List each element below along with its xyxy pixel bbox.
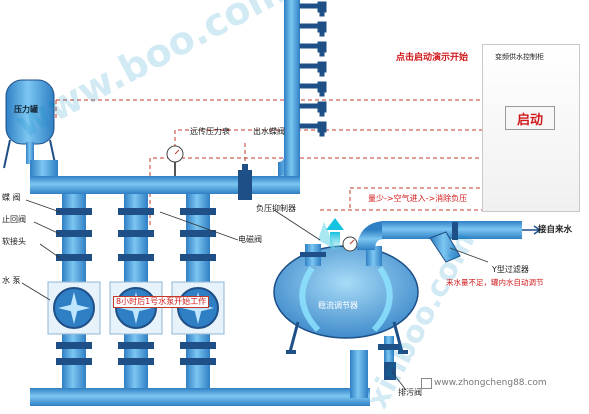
callout-lines [21,199,489,391]
lower-header-pipe [30,350,370,406]
click-hint-text: 点击启动演示开始 [396,53,469,63]
column-flanges [56,208,216,365]
upper-header-pipe [30,0,300,194]
outlet-butterfly-valve [238,164,252,200]
label-outlet-valve: 出水蝶阀 [253,127,285,136]
inlet-pipe [357,221,542,263]
label-solenoid-valve: 电磁阀 [238,235,262,244]
label-y-filter: Y型过滤器 [492,265,529,274]
remote-pressure-gauge [166,145,184,176]
label-remote-gauge: 远传压力表 [190,127,230,136]
negative-flow-text: 量少->空气进入->消除负压 [368,194,468,203]
pump-switch-text: 8小时后1号水泵开始工作 [113,296,210,308]
label-water-pump: 水 泵 [2,276,21,285]
water-pumps [47,281,225,335]
control-cabinet-title: 变频供水控制柜 [495,53,544,61]
label-butterfly-valve: 蝶 阀 [2,193,21,202]
low-supply-text: 来水量不足，罐内水自动调节 [446,278,544,287]
riser-outlets [299,1,327,137]
label-pressure-tank: 压力罐 [14,105,38,114]
label-stabilizer-tank: 稳流调节器 [318,301,358,310]
drain-valve [378,336,400,380]
label-drain-valve: 排污阀 [398,388,422,397]
site-watermark: www.zhongcheng88.com [434,378,547,388]
pressure-tank [3,79,57,169]
negative-pressure-suppressor [318,218,358,252]
label-check-valve: 止回阀 [2,215,26,224]
stabilizer-tank [273,244,419,354]
start-button[interactable]: 启动 [505,106,555,130]
label-negative-suppressor: 负压抑制器 [256,204,296,213]
label-from-water: 接自来水 [538,225,573,235]
site-logo-icon [421,378,432,389]
label-soft-joint: 软接头 [2,237,26,246]
